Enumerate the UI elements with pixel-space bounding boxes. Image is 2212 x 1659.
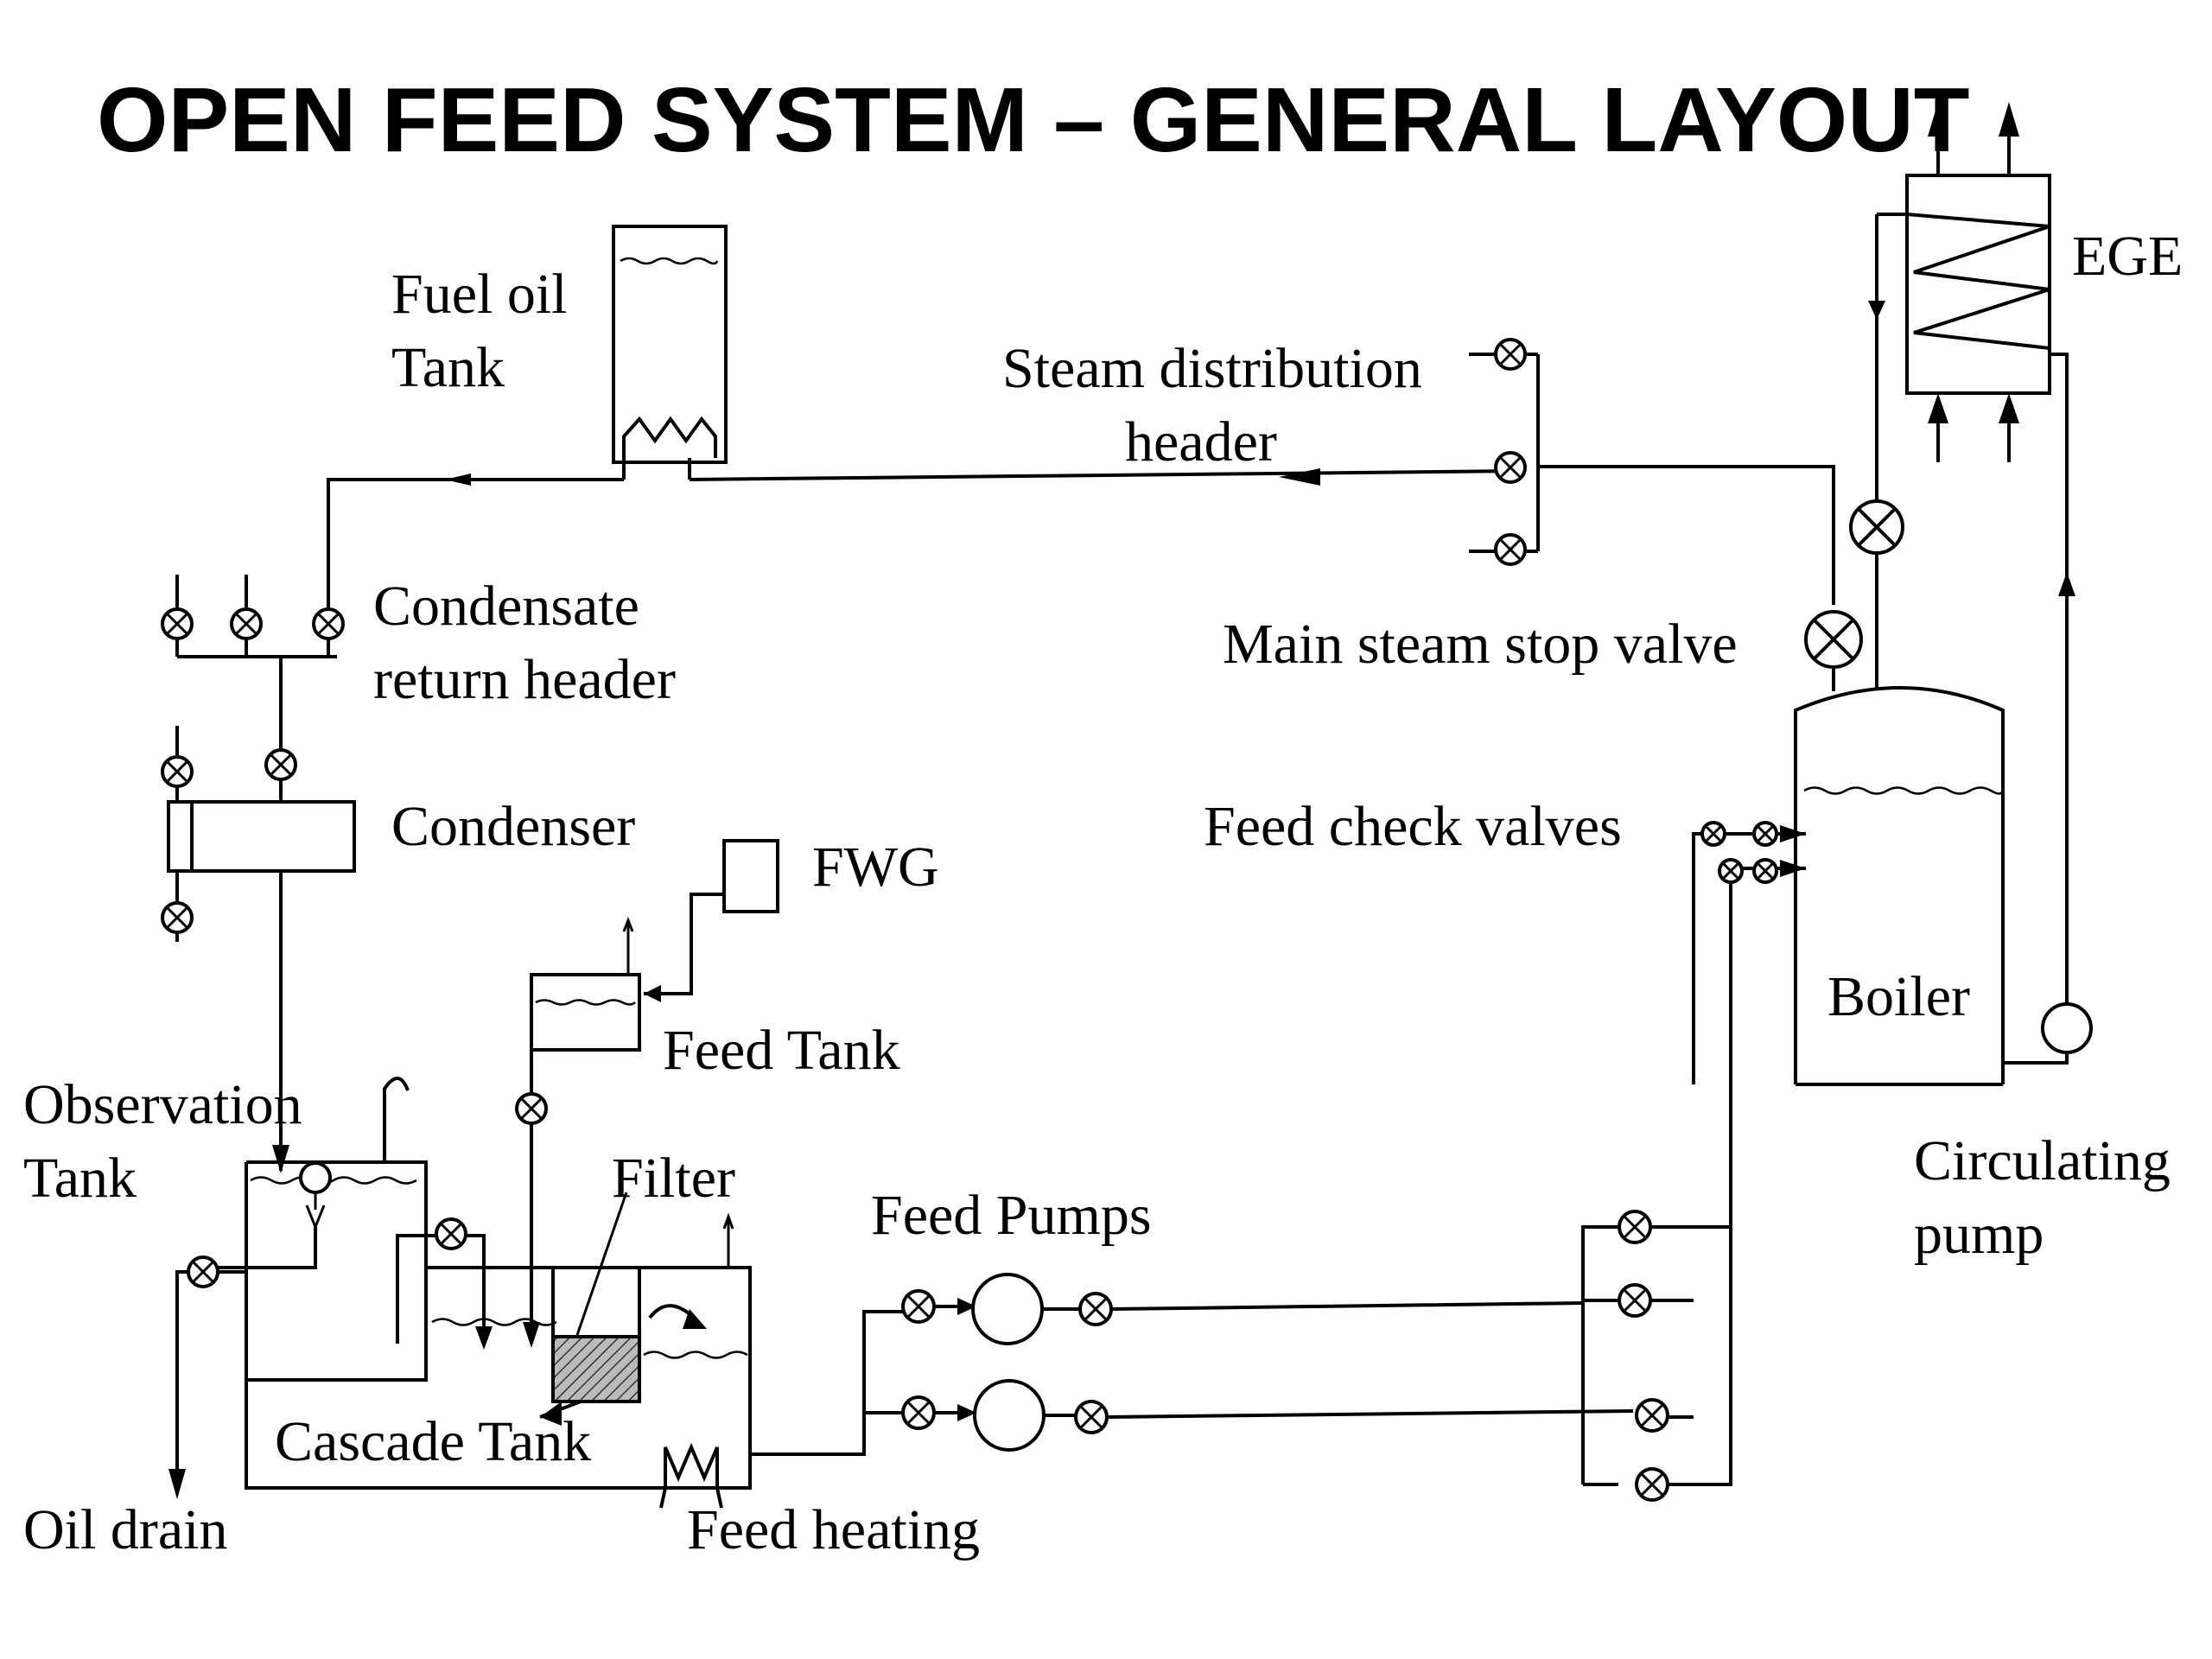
feed-pumps-label: Feed Pumps	[871, 1184, 1152, 1247]
exhaust-gas-economizer	[1849, 102, 2075, 1028]
ege-label: EGE	[2072, 225, 2183, 288]
filter-element	[551, 1335, 641, 1403]
condensate-valve-2-icon[interactable]	[230, 607, 263, 640]
fresh-water-generator	[644, 839, 779, 1002]
main-steam-stop-valve-label: Main steam stop valve	[1223, 613, 1738, 676]
condenser-valve-bottom-icon[interactable]	[161, 901, 194, 934]
feed-line-manifold	[1581, 1210, 1731, 1502]
feed-check-valves	[1692, 821, 1806, 1486]
feed-pump-1-icon[interactable]	[971, 1273, 1044, 1345]
feed-pump-1-outlet-valve-icon[interactable]	[1078, 1292, 1113, 1326]
page-title: OPEN FEED SYSTEM – GENERAL LAYOUT	[97, 69, 1970, 171]
feed-check-valve-2-icon[interactable]	[1752, 821, 1778, 847]
feed-heating-label: Feed heating	[687, 1498, 980, 1561]
condenser-label: Condenser	[391, 795, 635, 858]
oil-drain-valve-icon[interactable]	[187, 1255, 219, 1288]
condensate-valve-1-icon[interactable]	[161, 607, 194, 640]
manifold-valve-4-icon[interactable]	[1635, 1467, 1669, 1502]
observation-tank-label-line1: Observation	[23, 1073, 302, 1136]
observation-tank-label-line2: Tank	[23, 1147, 137, 1210]
condenser-valve-top-right-icon[interactable]	[264, 748, 297, 781]
circulating-pump-icon[interactable]	[2041, 1002, 2093, 1065]
header-valve-top-icon[interactable]	[1494, 338, 1527, 371]
main-steam-stop-valve-icon[interactable]	[1804, 610, 1863, 669]
feed-check-valve-4-icon[interactable]	[1752, 858, 1778, 884]
header-valve-bottom-icon[interactable]	[1494, 533, 1527, 566]
fuel-oil-tank	[612, 225, 728, 480]
condenser	[161, 726, 356, 1173]
steam-header-label-line2: header	[1125, 410, 1277, 474]
oil-drain-label: Oil drain	[23, 1498, 227, 1561]
cascade-tank-label: Cascade Tank	[275, 1410, 591, 1473]
condenser-valve-top-left-icon[interactable]	[161, 755, 194, 788]
steam-distribution-header	[1469, 338, 1835, 605]
feed-pump-2-icon[interactable]	[973, 1379, 1046, 1452]
feed-check-valve-1-icon[interactable]	[1700, 821, 1726, 847]
cascade-valve-icon[interactable]	[435, 1217, 467, 1250]
feed-pump-1-inlet-valve-icon[interactable]	[901, 1289, 936, 1324]
condensate-valve-3-icon[interactable]	[312, 607, 345, 640]
circulating-pump-label-line1: Circulating	[1914, 1129, 2171, 1192]
fuel-oil-tank-label-line1: Fuel oil	[391, 263, 568, 326]
manifold-valve-3-icon[interactable]	[1635, 1398, 1669, 1433]
feed-tank-label: Feed Tank	[663, 1019, 900, 1082]
feed-pump-2-inlet-valve-icon[interactable]	[901, 1395, 936, 1430]
boiler-label: Boiler	[1827, 965, 1970, 1028]
feed-pumps	[750, 1273, 1634, 1456]
fuel-oil-tank-label-line2: Tank	[391, 336, 505, 399]
steam-line	[327, 468, 1522, 622]
feed-tank	[515, 916, 641, 1348]
feed-check-valve-3-icon[interactable]	[1718, 858, 1744, 884]
header-valve-middle-icon[interactable]	[1494, 451, 1527, 484]
condensate-header-label-line2: return header	[373, 648, 676, 711]
fwg-label: FWG	[812, 836, 939, 899]
ege-valve-icon[interactable]	[1849, 499, 1904, 555]
oil-drain-line	[168, 1255, 246, 1499]
manifold-valve-1-icon[interactable]	[1618, 1210, 1652, 1244]
condensate-header-label-line1: Condensate	[373, 575, 639, 638]
filter-label: Filter	[612, 1147, 735, 1210]
circulating-pump-label-line2: pump	[1914, 1203, 2044, 1266]
feed-pump-2-outlet-valve-icon[interactable]	[1074, 1400, 1109, 1434]
cascade-tank	[203, 1077, 752, 1509]
steam-header-label-line1: Steam distribution	[1002, 337, 1422, 400]
manifold-valve-2-icon[interactable]	[1618, 1283, 1652, 1318]
feed-tank-outlet-valve-icon[interactable]	[515, 1092, 548, 1125]
boiler	[1794, 686, 2041, 1086]
feed-check-valves-label: Feed check valves	[1204, 795, 1622, 858]
